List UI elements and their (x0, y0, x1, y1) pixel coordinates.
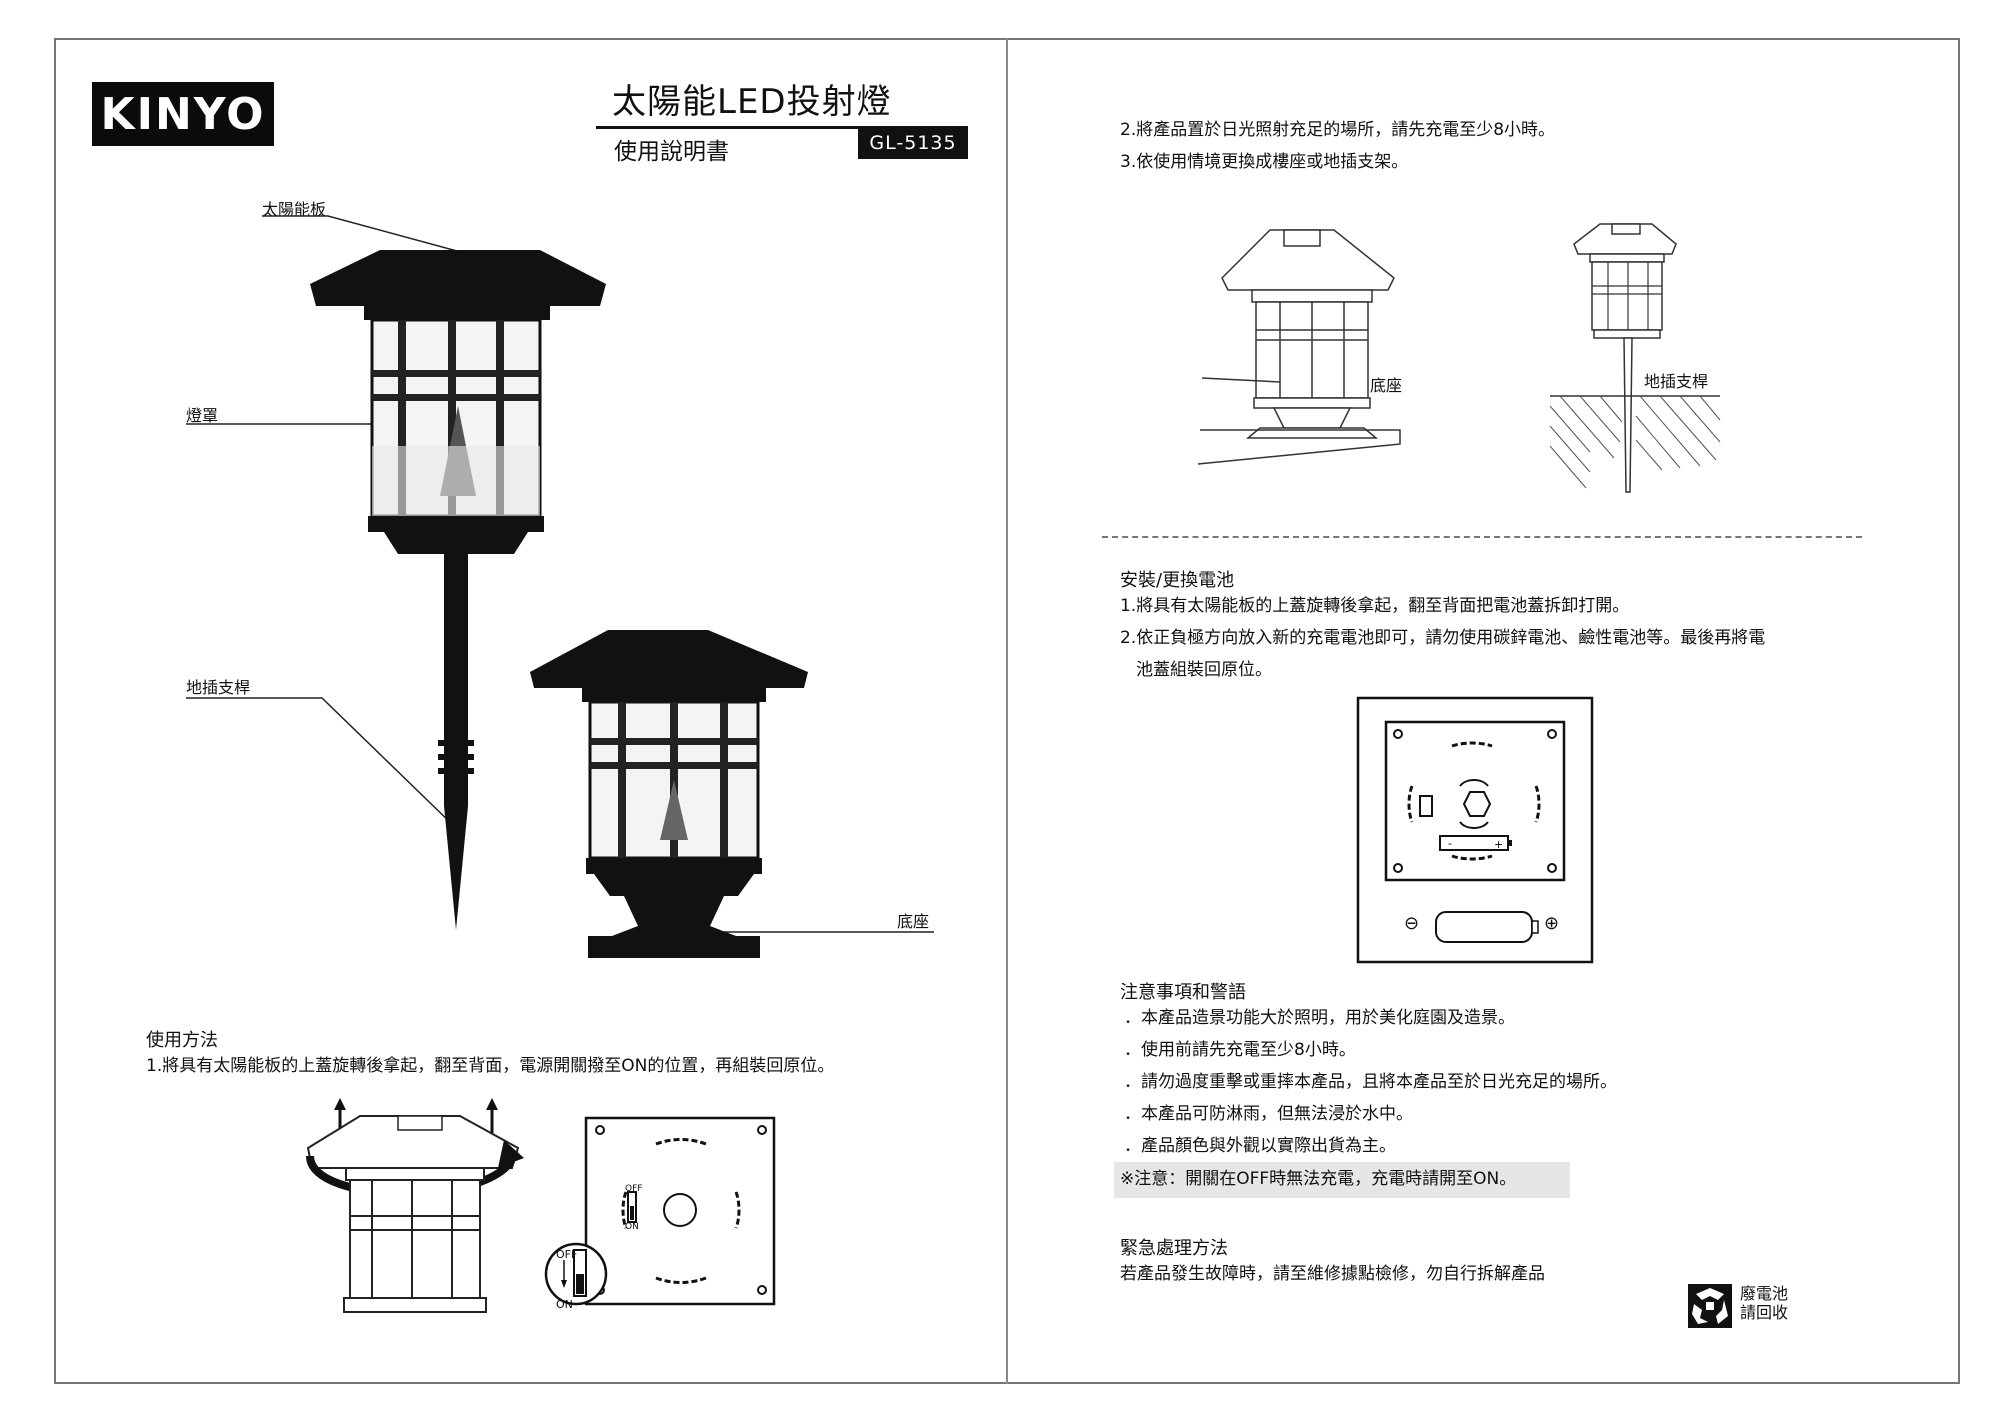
switch-panel-illustration (544, 1116, 776, 1306)
battery-heading: 安裝/更換電池 (1120, 570, 1235, 591)
warning-item: ．本產品可防淋雨，但無法浸於水中。 (1124, 1104, 1413, 1124)
battery-plus-symbol: ⊕ (1544, 913, 1560, 934)
rotate-cap-illustration (306, 1098, 524, 1313)
model-badge: GL-5135 (858, 127, 968, 159)
base-lamp-illustration (530, 630, 808, 958)
warning-note: ※注意：開關在OFF時無法充電，充電時請開至ON。 (1120, 1169, 1517, 1189)
product-title: 太陽能LED投射燈 (612, 82, 892, 122)
recycle-label-line1: 廢電池 (1740, 1284, 1789, 1303)
stake-lamp-illustration (310, 250, 606, 930)
warning-note-box (1114, 1162, 1570, 1198)
zoom-switch-on-label: ON (556, 1298, 573, 1311)
brand-logo: KINYO (92, 82, 274, 146)
recycle-icon (1688, 1284, 1732, 1328)
switch-off-label: OFF (625, 1184, 643, 1194)
label-solar-panel: 太陽能板 (262, 200, 327, 219)
battery-minus-symbol: ⊖ (1404, 913, 1420, 934)
stake-mount-illustration (1549, 223, 1721, 493)
label-base-mount: 底座 (1370, 376, 1403, 395)
svg-text:-: - (1448, 837, 1452, 850)
page-divider (1006, 38, 1008, 1384)
label-base: 底座 (897, 912, 930, 931)
battery-compartment-illustration: - + (1356, 696, 1594, 964)
title-rule (596, 126, 968, 129)
label-ground-stake: 地插支桿 (186, 678, 251, 697)
warnings-heading: 注意事項和警語 (1120, 982, 1246, 1003)
recycle-label-line2: 請回收 (1740, 1303, 1789, 1323)
usage-step3: 3.依使用情境更換成樓座或地插支架。 (1120, 152, 1409, 172)
base-mount-illustration (1197, 229, 1401, 465)
label-ground-stake-mount: 地插支桿 (1644, 372, 1709, 391)
warning-item: ．本產品造景功能大於照明，用於美化庭園及造景。 (1124, 1008, 1515, 1028)
warning-item: ．產品顏色與外觀以實際出貨為主。 (1124, 1136, 1396, 1156)
battery-step2-line2: 池蓋組裝回原位。 (1136, 660, 1272, 680)
usage-step1: 1.將具有太陽能板的上蓋旋轉後拿起，翻至背面，電源開關撥至ON的位置，再組裝回原… (146, 1056, 835, 1076)
manual-subtitle: 使用說明書 (614, 139, 729, 165)
label-lamp-shade: 燈罩 (186, 406, 219, 425)
warning-item: ．請勿過度重擊或重摔本產品，且將本產品至於日光充足的場所。 (1124, 1072, 1617, 1092)
svg-text:+: + (1494, 838, 1503, 851)
zoom-switch-off-label: OFF (556, 1248, 578, 1261)
emergency-text: 若產品發生故障時，請至維修據點檢修，勿自行拆解產品 (1120, 1264, 1545, 1284)
recycle-label: 廢電池 請回收 (1740, 1284, 1788, 1322)
switch-on-label: ON (625, 1222, 639, 1232)
usage-heading: 使用方法 (146, 1030, 218, 1051)
warning-item: ．使用前請先充電至少8小時。 (1124, 1040, 1356, 1060)
usage-step2: 2.將產品置於日光照射充足的場所，請先充電至少8小時。 (1120, 120, 1556, 140)
battery-step2-line1: 2.依正負極方向放入新的充電電池即可，請勿使用碳鋅電池、鹼性電池等。最後再將電 (1120, 628, 1766, 648)
emergency-heading: 緊急處理方法 (1120, 1238, 1228, 1259)
section-separator (1102, 536, 1862, 538)
battery-step1: 1.將具有太陽能板的上蓋旋轉後拿起，翻至背面把電池蓋拆卸打開。 (1120, 596, 1630, 616)
